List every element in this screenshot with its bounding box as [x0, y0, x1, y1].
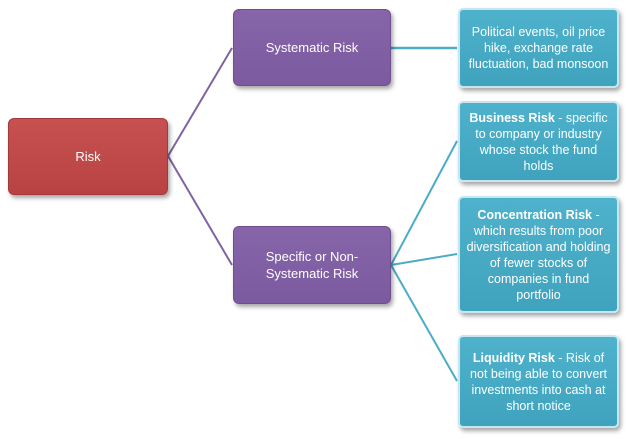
- leaf-text-liquidity: Liquidity Risk - Risk of not being able …: [465, 350, 612, 414]
- leaf-node-systematic-examples: Political events, oil price hike, exchan…: [458, 8, 619, 88]
- connector-root-specific: [167, 155, 233, 266]
- leaf-text-systematic-body: Political events, oil price hike, exchan…: [468, 25, 609, 71]
- connector-root-systematic: [167, 47, 233, 157]
- leaf-node-business-risk: Business Risk - specific to company or i…: [458, 101, 619, 182]
- root-label: Risk: [75, 149, 101, 164]
- leaf-body-liquidity: - Risk of not being able to convert inve…: [470, 350, 607, 413]
- branch-label-systematic: Systematic Risk: [265, 40, 359, 55]
- connector-specific-business: [390, 140, 458, 266]
- leaf-heading-concentration: Concentration Risk: [477, 207, 592, 222]
- leaf-node-concentration-risk: Concentration Risk - which results from …: [458, 196, 619, 313]
- leaf-text-systematic: Political events, oil price hike, exchan…: [465, 24, 612, 72]
- branch-label-specific: Specific or Non-Systematic Risk: [265, 249, 359, 281]
- leaf-body-concentration: - which results from poor diversificatio…: [466, 207, 611, 302]
- branch-node-systematic: Systematic Risk: [233, 9, 391, 86]
- branch-node-specific: Specific or Non-Systematic Risk: [233, 226, 391, 304]
- root-node-risk: Risk: [8, 118, 168, 195]
- leaf-heading-business: Business Risk: [469, 110, 555, 125]
- leaf-body-business: - specific to company or industry whose …: [475, 110, 608, 173]
- leaf-heading-liquidity: Liquidity Risk: [472, 350, 555, 365]
- leaf-text-business: Business Risk - specific to company or i…: [465, 110, 612, 174]
- connector-specific-liquidity: [390, 264, 458, 382]
- leaf-node-liquidity-risk: Liquidity Risk - Risk of not being able …: [458, 335, 619, 428]
- connector-specific-concentration: [390, 253, 458, 266]
- leaf-text-concentration: Concentration Risk - which results from …: [465, 207, 612, 303]
